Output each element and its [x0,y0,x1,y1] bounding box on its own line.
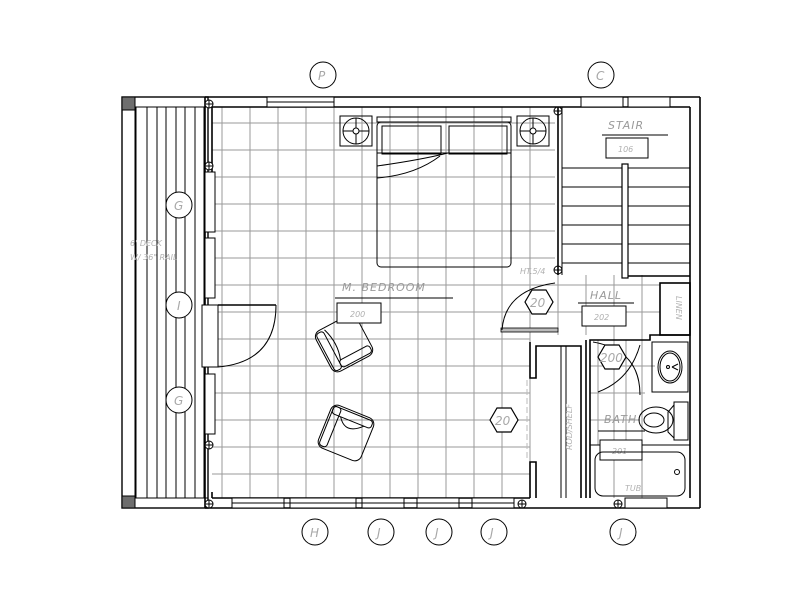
bathtub [594,451,686,497]
window-tag-i: I [165,291,193,319]
bath-tag [599,439,643,461]
ceiling-height-label: HT.5/4 [520,267,545,276]
hall-number: 202 [594,313,609,322]
svg-text:G: G [174,394,183,408]
window-tag-j-1: J [367,518,395,546]
hall-door[interactable] [500,282,559,333]
tub-label: TUB [625,484,641,493]
door-tag-20-hall-text: 20 [530,296,546,310]
hall-label: HALL [590,289,622,302]
deck-door[interactable] [201,304,277,368]
bed [376,116,512,268]
vanity-sink [651,341,689,393]
windows [204,96,671,509]
closet-label: ROD/SHELF [565,404,574,450]
nightstand-left [339,115,373,147]
window-tag-h: H [301,518,329,546]
stair-label: STAIR [608,119,644,132]
armchair-upper [314,314,374,373]
svg-text:G: G [174,199,183,213]
window-tag-g-lower: G [165,386,193,414]
svg-text:I: I [177,299,181,313]
floor-tile-grid [212,107,660,498]
svg-text:J: J [617,526,623,540]
master-bedroom-number: 200 [350,310,365,319]
svg-text:C: C [596,69,605,83]
deck [121,96,209,509]
door-tag-200-bath [597,344,627,370]
window-tag-j-4: J [609,518,637,546]
svg-text:J: J [488,526,494,540]
window-tag-g-upper: G [165,191,193,219]
deck-post-top [121,96,136,111]
door-tag-20-hall [524,289,554,315]
window-tag-j-2: J [425,518,453,546]
window-tag-p: P [309,61,337,89]
window-tag-c: C [587,61,615,89]
window-tag-j-3: J [480,518,508,546]
stair-number: 106 [618,145,633,154]
door-tag-20-closet [489,407,519,433]
svg-text:J: J [375,526,381,540]
deck-post-bottom [121,495,136,509]
armchair-lower [317,404,375,462]
bath-door[interactable] [597,344,641,393]
bath-label: BATH [604,413,637,426]
svg-text:J: J [433,526,439,540]
master-bedroom-label: M. BEDROOM [342,281,426,294]
stair-tag [605,137,649,159]
deck-label-line1: 6' DECK [130,239,163,248]
svg-text:H: H [310,526,319,540]
toilet [638,401,689,441]
door-tag-200-bath-text: 200 [600,351,623,365]
deck-label-line2: W/ 36" RAIL [130,253,177,262]
master-bedroom-tag [336,302,382,324]
nightstand-right [516,115,550,147]
linen-label: LINEN [674,296,683,320]
door-tag-20-closet-text: 20 [495,414,511,428]
svg-text:P: P [318,69,326,83]
hall-tag [581,305,627,327]
closet [526,340,587,498]
stair [557,107,690,279]
